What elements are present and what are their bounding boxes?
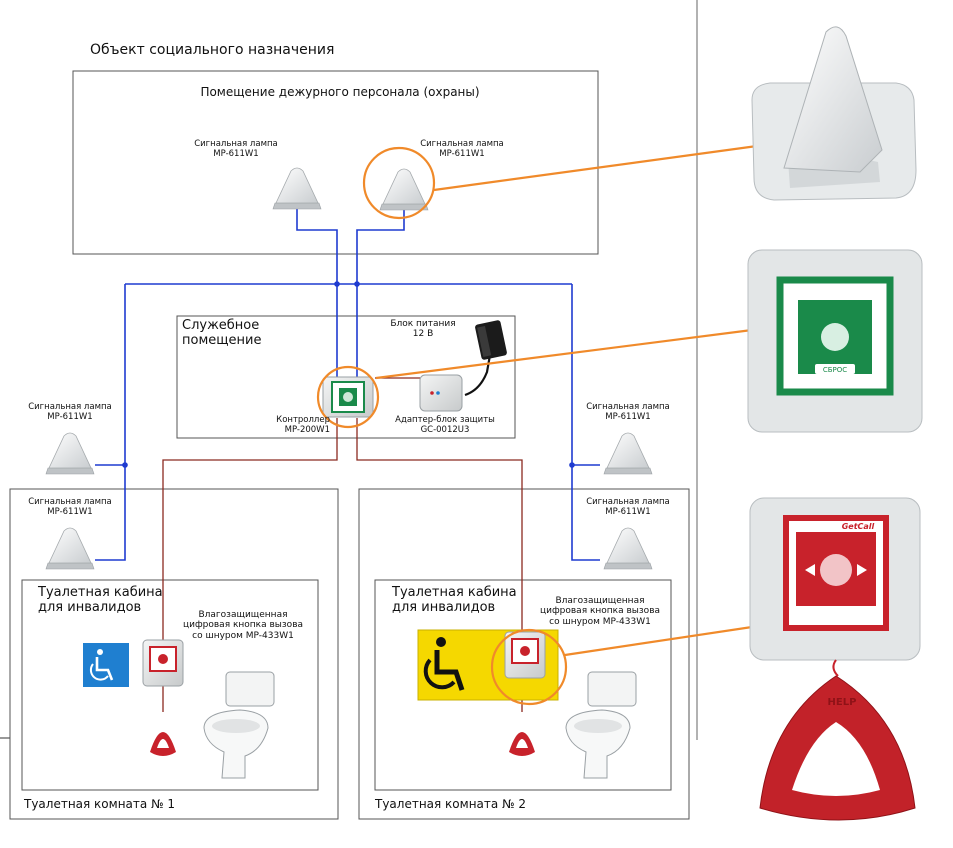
toilet-room-1-label: Туалетная комната № 1	[24, 797, 175, 811]
controller-label: Контроллер MP-200W1	[276, 415, 330, 435]
photo-pendant	[759, 659, 916, 821]
lamp-guard-1	[272, 167, 322, 210]
lamp-left-2	[45, 527, 95, 570]
photo-controller-text: СБРОС	[823, 366, 847, 374]
call-button-1-icon	[142, 639, 184, 687]
call-button-1-label: Влагозащищенная цифровая кнопка вызова с…	[182, 610, 304, 641]
toilet-room-1-box	[9, 488, 339, 820]
cabin-2-title: Туалетная кабина для инвалидов	[392, 585, 517, 615]
cabin-1-box	[21, 579, 319, 791]
lamp-right-2	[603, 527, 653, 570]
wire-junctions	[122, 281, 575, 468]
pendant-2-icon	[509, 732, 535, 756]
cabin-1-title: Туалетная кабина для инвалидов	[38, 585, 163, 615]
power-cable	[464, 354, 492, 397]
lamp-label-guard-2: Сигнальная лампа MP-611W1	[420, 139, 504, 159]
lamp-label-left-1: Сигнальная лампа MP-611W1	[28, 402, 112, 422]
object-title: Объект социального назначения	[90, 42, 335, 58]
call-button-2-label: Влагозащищенная цифровая кнопка вызова с…	[539, 596, 661, 627]
photo-call-button	[749, 497, 921, 661]
cabin-2-box	[374, 579, 672, 791]
photo-pendant-text: HELP	[828, 697, 857, 708]
lamp-label-right-1: Сигнальная лампа MP-611W1	[586, 402, 670, 422]
lamp-right-1	[603, 432, 653, 475]
photo-controller	[747, 249, 923, 433]
call-button-2-icon	[504, 631, 546, 679]
lamp-left-1	[45, 432, 95, 475]
toilet-room-2-box	[358, 488, 690, 820]
power-supply-icon	[475, 320, 507, 360]
photo-button-brand: GetCall	[842, 522, 875, 531]
lamp-label-guard-1: Сигнальная лампа MP-611W1	[194, 139, 278, 159]
photo-button-text: ВЫЗОВ ПЕРСОНАЛА	[802, 612, 870, 620]
adapter-label: Адаптер-блок защиты GC-0012U3	[395, 415, 495, 435]
guard-room-box	[72, 70, 599, 255]
toilet-room-2-label: Туалетная комната № 2	[375, 797, 526, 811]
pendant-1-icon	[150, 732, 176, 756]
lamp-guard-2	[379, 168, 429, 211]
power-supply-label: Блок питания 12 В	[390, 319, 456, 340]
service-room-box	[176, 315, 516, 439]
toilet-2-icon	[565, 671, 637, 779]
toilet-1-icon	[203, 671, 275, 779]
lamp-label-right-2: Сигнальная лампа MP-611W1	[586, 497, 670, 517]
service-room-title: Служебное помещение	[182, 318, 262, 348]
photo-lamp	[751, 26, 917, 201]
adapter-icon	[419, 374, 463, 412]
lamp-label-left-2: Сигнальная лампа MP-611W1	[28, 497, 112, 517]
guard-room-title: Помещение дежурного персонала (охраны)	[200, 85, 480, 99]
highlight-callouts	[316, 144, 758, 706]
wheelchair-sign-blue	[83, 643, 129, 687]
controller-icon	[322, 376, 374, 418]
